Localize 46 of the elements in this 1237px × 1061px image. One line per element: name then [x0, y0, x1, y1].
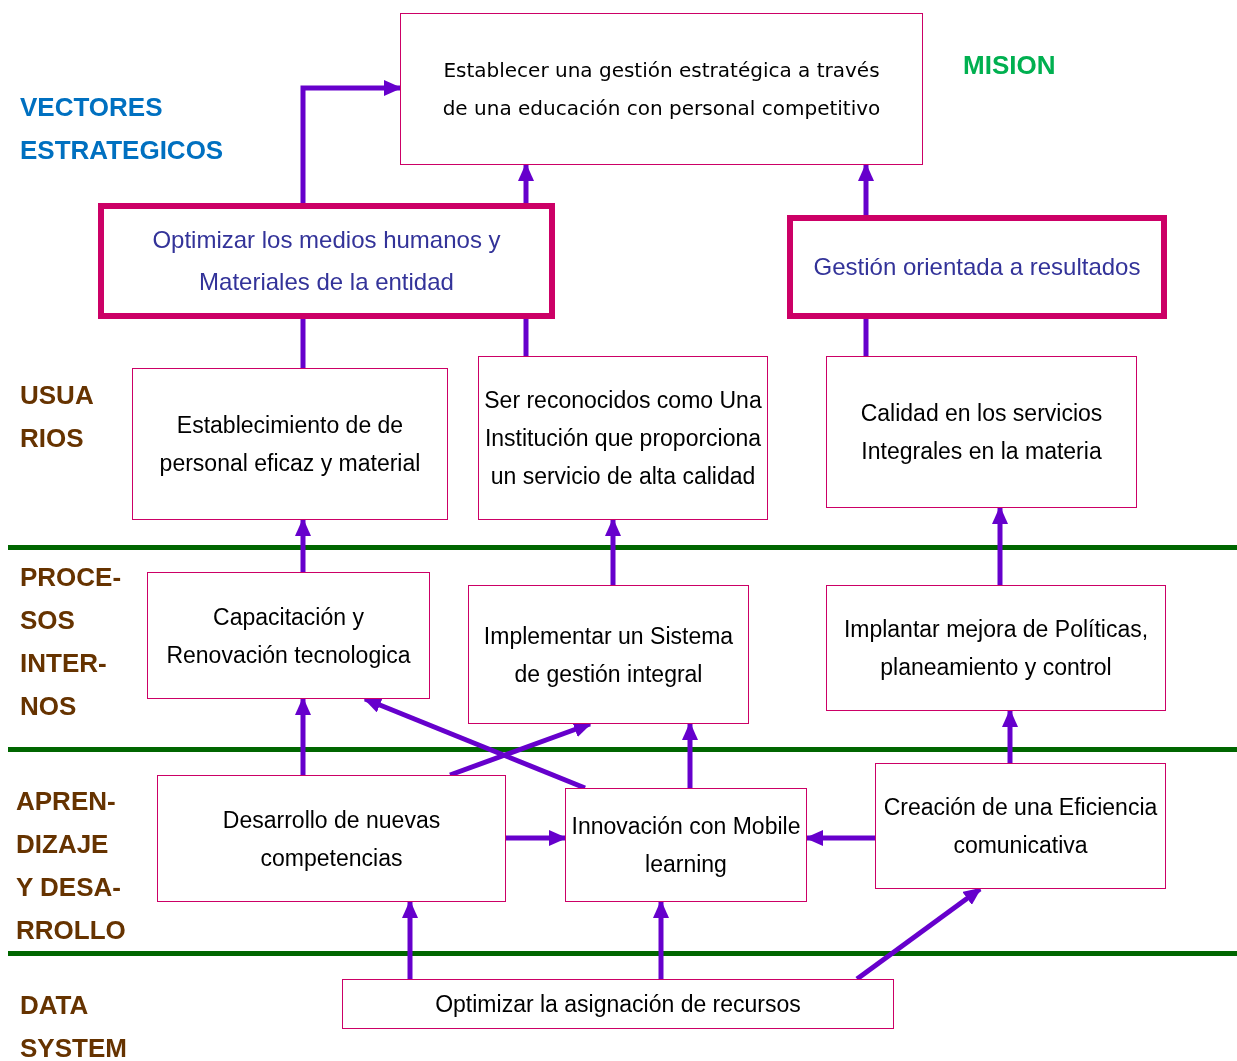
arrow: [805, 830, 875, 846]
arrow: [858, 163, 874, 215]
process-box: [787, 215, 1167, 319]
process-box: [342, 979, 894, 1029]
box-text: Desarrollo de nuevas competencias: [221, 805, 442, 873]
process-box: [98, 203, 555, 319]
process-box: [468, 585, 749, 724]
box-text: Optimizar los medios humanos y Materiales de la entidad: [151, 225, 502, 297]
box-text: Calidad en los servicios Integrales en la materia: [859, 399, 1104, 466]
arrow: [506, 830, 567, 846]
process-box: [826, 356, 1137, 508]
box-text: Gestión orientada a resultados: [813, 252, 1141, 282]
section-label: PROCE- SOS INTER- NOS: [20, 561, 123, 723]
process-box: [157, 775, 506, 902]
process-box: [147, 572, 430, 699]
process-box: [400, 13, 923, 165]
box-text: Innovación con Mobile learning: [570, 812, 802, 879]
section-label: VECTORES ESTRATEGICOS: [20, 91, 225, 167]
box-text: Implantar mejora de Políticas, planeamiento y control: [842, 615, 1150, 682]
section-label: USUA RIOS: [20, 379, 94, 455]
box-text: Ser reconocidos como Una Institución que proporciona un servicio de alta calidad: [483, 386, 763, 491]
process-box: [478, 356, 768, 520]
arrow: [682, 722, 698, 788]
box-text: Creación de una Eficiencia comunicativa: [882, 793, 1159, 860]
arrow: [295, 697, 311, 775]
process-box: [826, 585, 1166, 711]
section-label: MISION: [963, 49, 1057, 82]
section-label: DATA SYSTEM: [20, 989, 128, 1061]
arrow: [1002, 709, 1018, 763]
arrow: [992, 506, 1008, 585]
box-text: Capacitación y Renovación tecnologica: [165, 602, 412, 670]
arrow: [518, 163, 534, 203]
arrow: [855, 887, 982, 981]
section-label: APREN- DIZAJE Y DESA- RROLLO: [16, 785, 127, 947]
box-text: Establecimiento de de personal eficaz y material: [158, 411, 422, 478]
box-text: Implementar un Sistema de gestión integral: [482, 621, 735, 689]
box-text: Establecer una gestión estratégica a través de una educación con personal competitivo: [441, 57, 882, 122]
arrow: [295, 518, 311, 572]
arrow: [605, 518, 621, 585]
process-box: [132, 368, 448, 520]
process-box: [565, 788, 807, 902]
arrow: [300, 80, 402, 203]
arrow: [653, 900, 669, 979]
box-text: Optimizar la asignación de recursos: [435, 990, 801, 1019]
arrow: [402, 900, 418, 979]
process-box: [875, 763, 1166, 889]
